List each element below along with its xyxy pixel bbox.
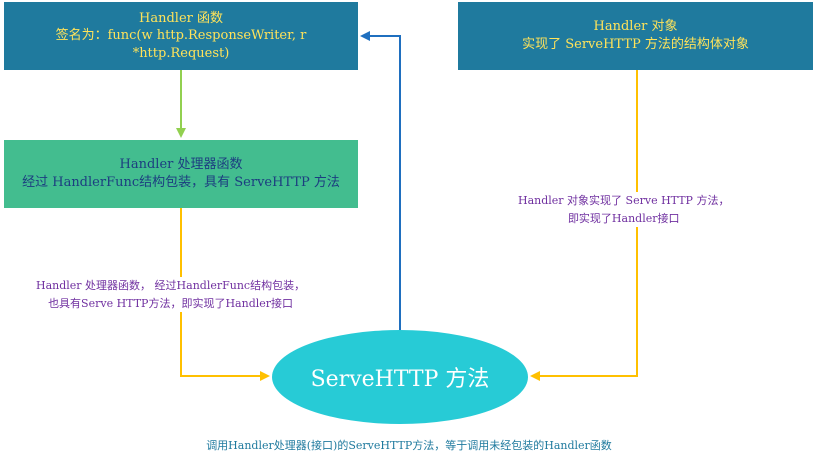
arrow-servehttp-to-func [360,31,401,330]
object-note-line1: Handler 对象实现了 Serve HTTP 方法， [518,194,730,207]
processor-note-line1: Handler 处理器函数， 经过HandlerFunc结构包装， [36,279,306,292]
processor-note: Handler 处理器函数， 经过HandlerFunc结构包装， 也具有Ser… [36,277,306,313]
object-note: Handler 对象实现了 Serve HTTP 方法， 即实现了Handler… [518,192,730,228]
handler-processor-box: Handler 处理器函数 经过 HandlerFunc结构包装，具有 Serv… [4,140,358,208]
handler-function-signature-line1: 签名为：func(w http.ResponseWriter, r [55,28,307,44]
object-note-line2: 即实现了Handler接口 [567,211,680,225]
handler-object-box: Handler 对象 实现了 ServeHTTP 方法的结构体对象 [458,2,813,70]
arrow-object-to-servehttp [530,70,638,381]
handler-function-title: Handler 函数 [139,10,223,26]
processor-note-line2: 也具有Serve HTTP方法，即实现了Handler接口 [48,296,294,310]
arrow-processor-to-servehttp [180,208,270,381]
handler-function-signature-line2: *http.Request) [132,45,230,61]
handler-processor-title: Handler 处理器函数 [119,157,243,173]
diagram-caption: 调用Handler处理器(接口)的ServeHTTP方法，等于调用未经包装的Ha… [206,439,612,452]
servehttp-method-label: ServeHTTP 方法 [310,367,490,392]
handler-function-box: Handler 函数 签名为：func(w http.ResponseWrite… [4,2,358,70]
servehttp-method-node: ServeHTTP 方法 [272,330,528,424]
handler-processor-description: 经过 HandlerFunc结构包装，具有 ServeHTTP 方法 [22,175,340,190]
handler-object-description: 实现了 ServeHTTP 方法的结构体对象 [522,37,749,52]
handler-object-title: Handler 对象 [593,19,678,35]
